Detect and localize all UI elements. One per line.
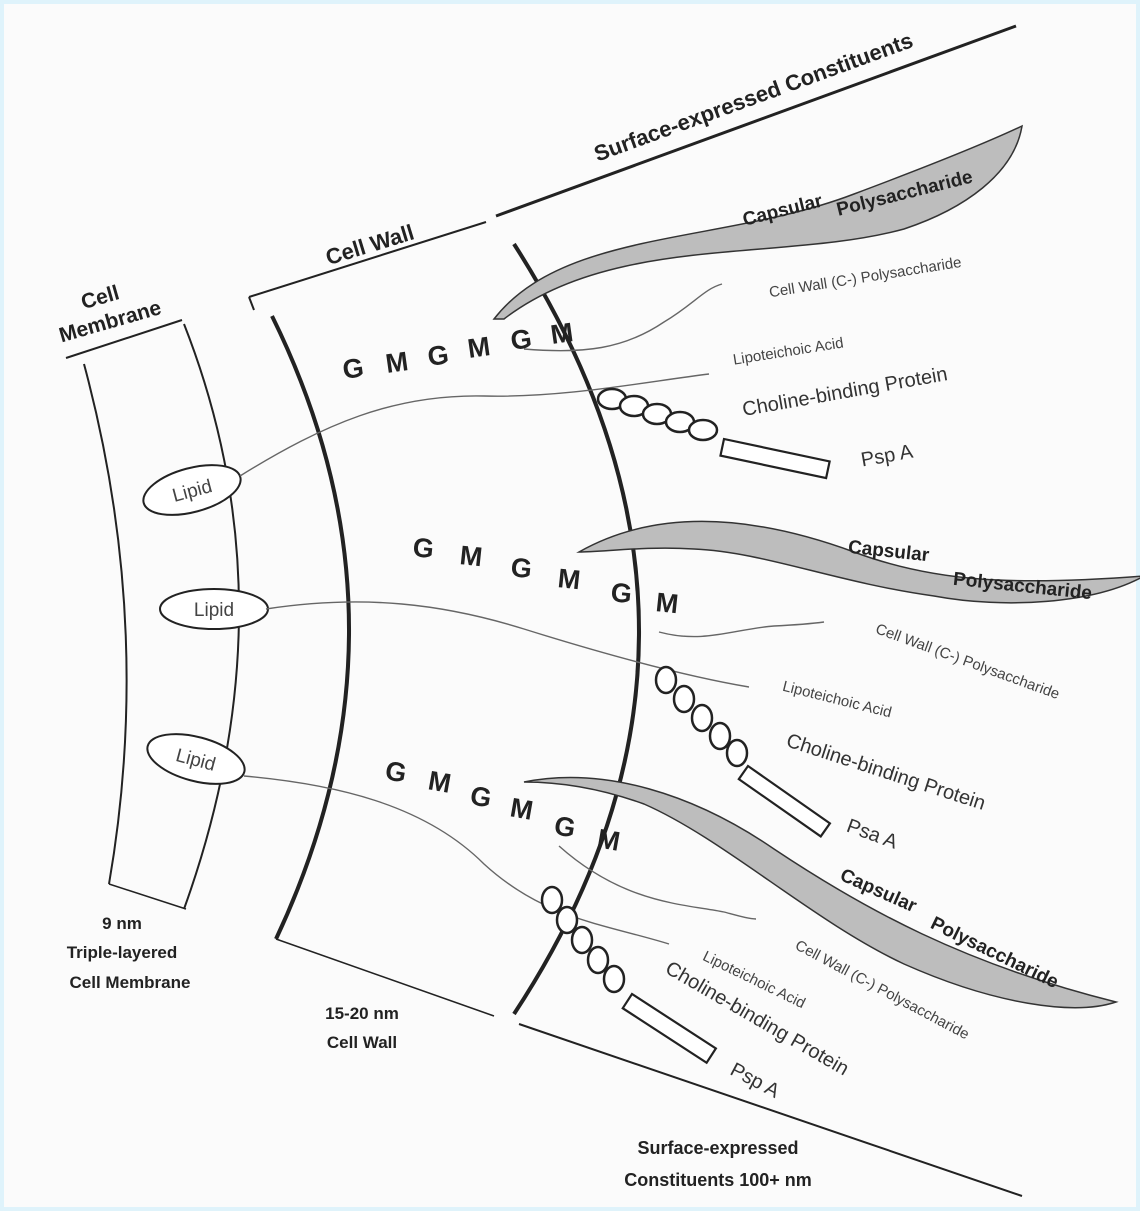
gm-letter: M xyxy=(426,765,453,798)
membrane-caption-line1: 9 nm xyxy=(102,914,142,933)
gm-letter: G xyxy=(411,532,435,564)
psa-a-label: Psa A xyxy=(844,815,901,854)
gm-letter: G xyxy=(426,339,451,372)
gm-letter: M xyxy=(508,792,535,825)
c-polysaccharide-label: Cell Wall (C-) Polysaccharide xyxy=(768,254,963,301)
gm-letter: G xyxy=(609,577,633,609)
membrane-inner-edge xyxy=(84,364,127,884)
gm-letter: M xyxy=(549,317,575,350)
wall-caption-line1: 15-20 nm xyxy=(325,1004,399,1023)
gm-letter: G xyxy=(468,780,494,813)
surface-top-label: Surface-expressed Constituents xyxy=(591,28,917,167)
wall-inner-edge xyxy=(272,316,349,939)
choline-binding-label: Choline-binding Protein xyxy=(741,363,950,421)
gm-letter: G xyxy=(341,352,366,385)
lipoteichoic-fibres xyxy=(240,374,749,944)
psp-a-label: Psp A xyxy=(859,441,915,472)
gm-letter: M xyxy=(466,331,492,364)
membrane-bottom-bracket xyxy=(109,884,186,909)
choline-binding-chains xyxy=(542,389,830,1063)
peptidoglycan-row-1: G M G M G M xyxy=(341,317,575,385)
psp-a-block xyxy=(623,994,716,1063)
peptidoglycan-row-3: G M G M G M xyxy=(383,755,622,856)
surface-caption-line1: Surface-expressed xyxy=(637,1138,798,1158)
pneumococcal-envelope-diagram: Lipid Lipid Lipid xyxy=(4,4,1140,1215)
c-poly-fibre-2 xyxy=(659,622,824,637)
psp-a-block xyxy=(720,439,829,478)
cell-wall-top-label: Cell Wall xyxy=(323,220,417,270)
c-poly-fibre-3 xyxy=(559,846,756,919)
gm-letter: M xyxy=(654,587,680,619)
wall-top-bracket-tick xyxy=(249,297,254,310)
choline-binding-label: Choline-binding Protein xyxy=(784,730,989,815)
gm-letter: M xyxy=(556,563,582,595)
psp-a-label: Psp A xyxy=(727,1059,784,1103)
wall-caption-line2: Cell Wall xyxy=(327,1033,397,1052)
gm-letter: M xyxy=(595,823,622,856)
psa-a-block xyxy=(739,766,830,836)
membrane-caption-line2: Triple-layered xyxy=(67,943,178,962)
lipoteichoic-label: Lipoteichoic Acid xyxy=(781,678,894,722)
gm-letter: G xyxy=(509,552,533,584)
capsular-polysaccharide-shapes xyxy=(494,126,1140,1008)
gm-letter: M xyxy=(384,346,410,379)
lipid-label: Lipid xyxy=(194,600,234,621)
gm-letter: M xyxy=(458,540,484,572)
gm-letter: G xyxy=(509,323,534,356)
surface-caption-line2: Constituents 100+ nm xyxy=(624,1170,812,1190)
gm-letter: G xyxy=(383,755,409,788)
lipid-anchors: Lipid Lipid Lipid xyxy=(138,456,268,793)
lipoteichoic-fibre-1 xyxy=(240,374,709,476)
c-polysaccharide-label: Cell Wall (C-) Polysaccharide xyxy=(873,621,1062,703)
lipoteichoic-label: Lipoteichoic Acid xyxy=(732,334,845,368)
membrane-caption-line3: Cell Membrane xyxy=(70,973,191,992)
gm-letter: G xyxy=(552,810,578,843)
